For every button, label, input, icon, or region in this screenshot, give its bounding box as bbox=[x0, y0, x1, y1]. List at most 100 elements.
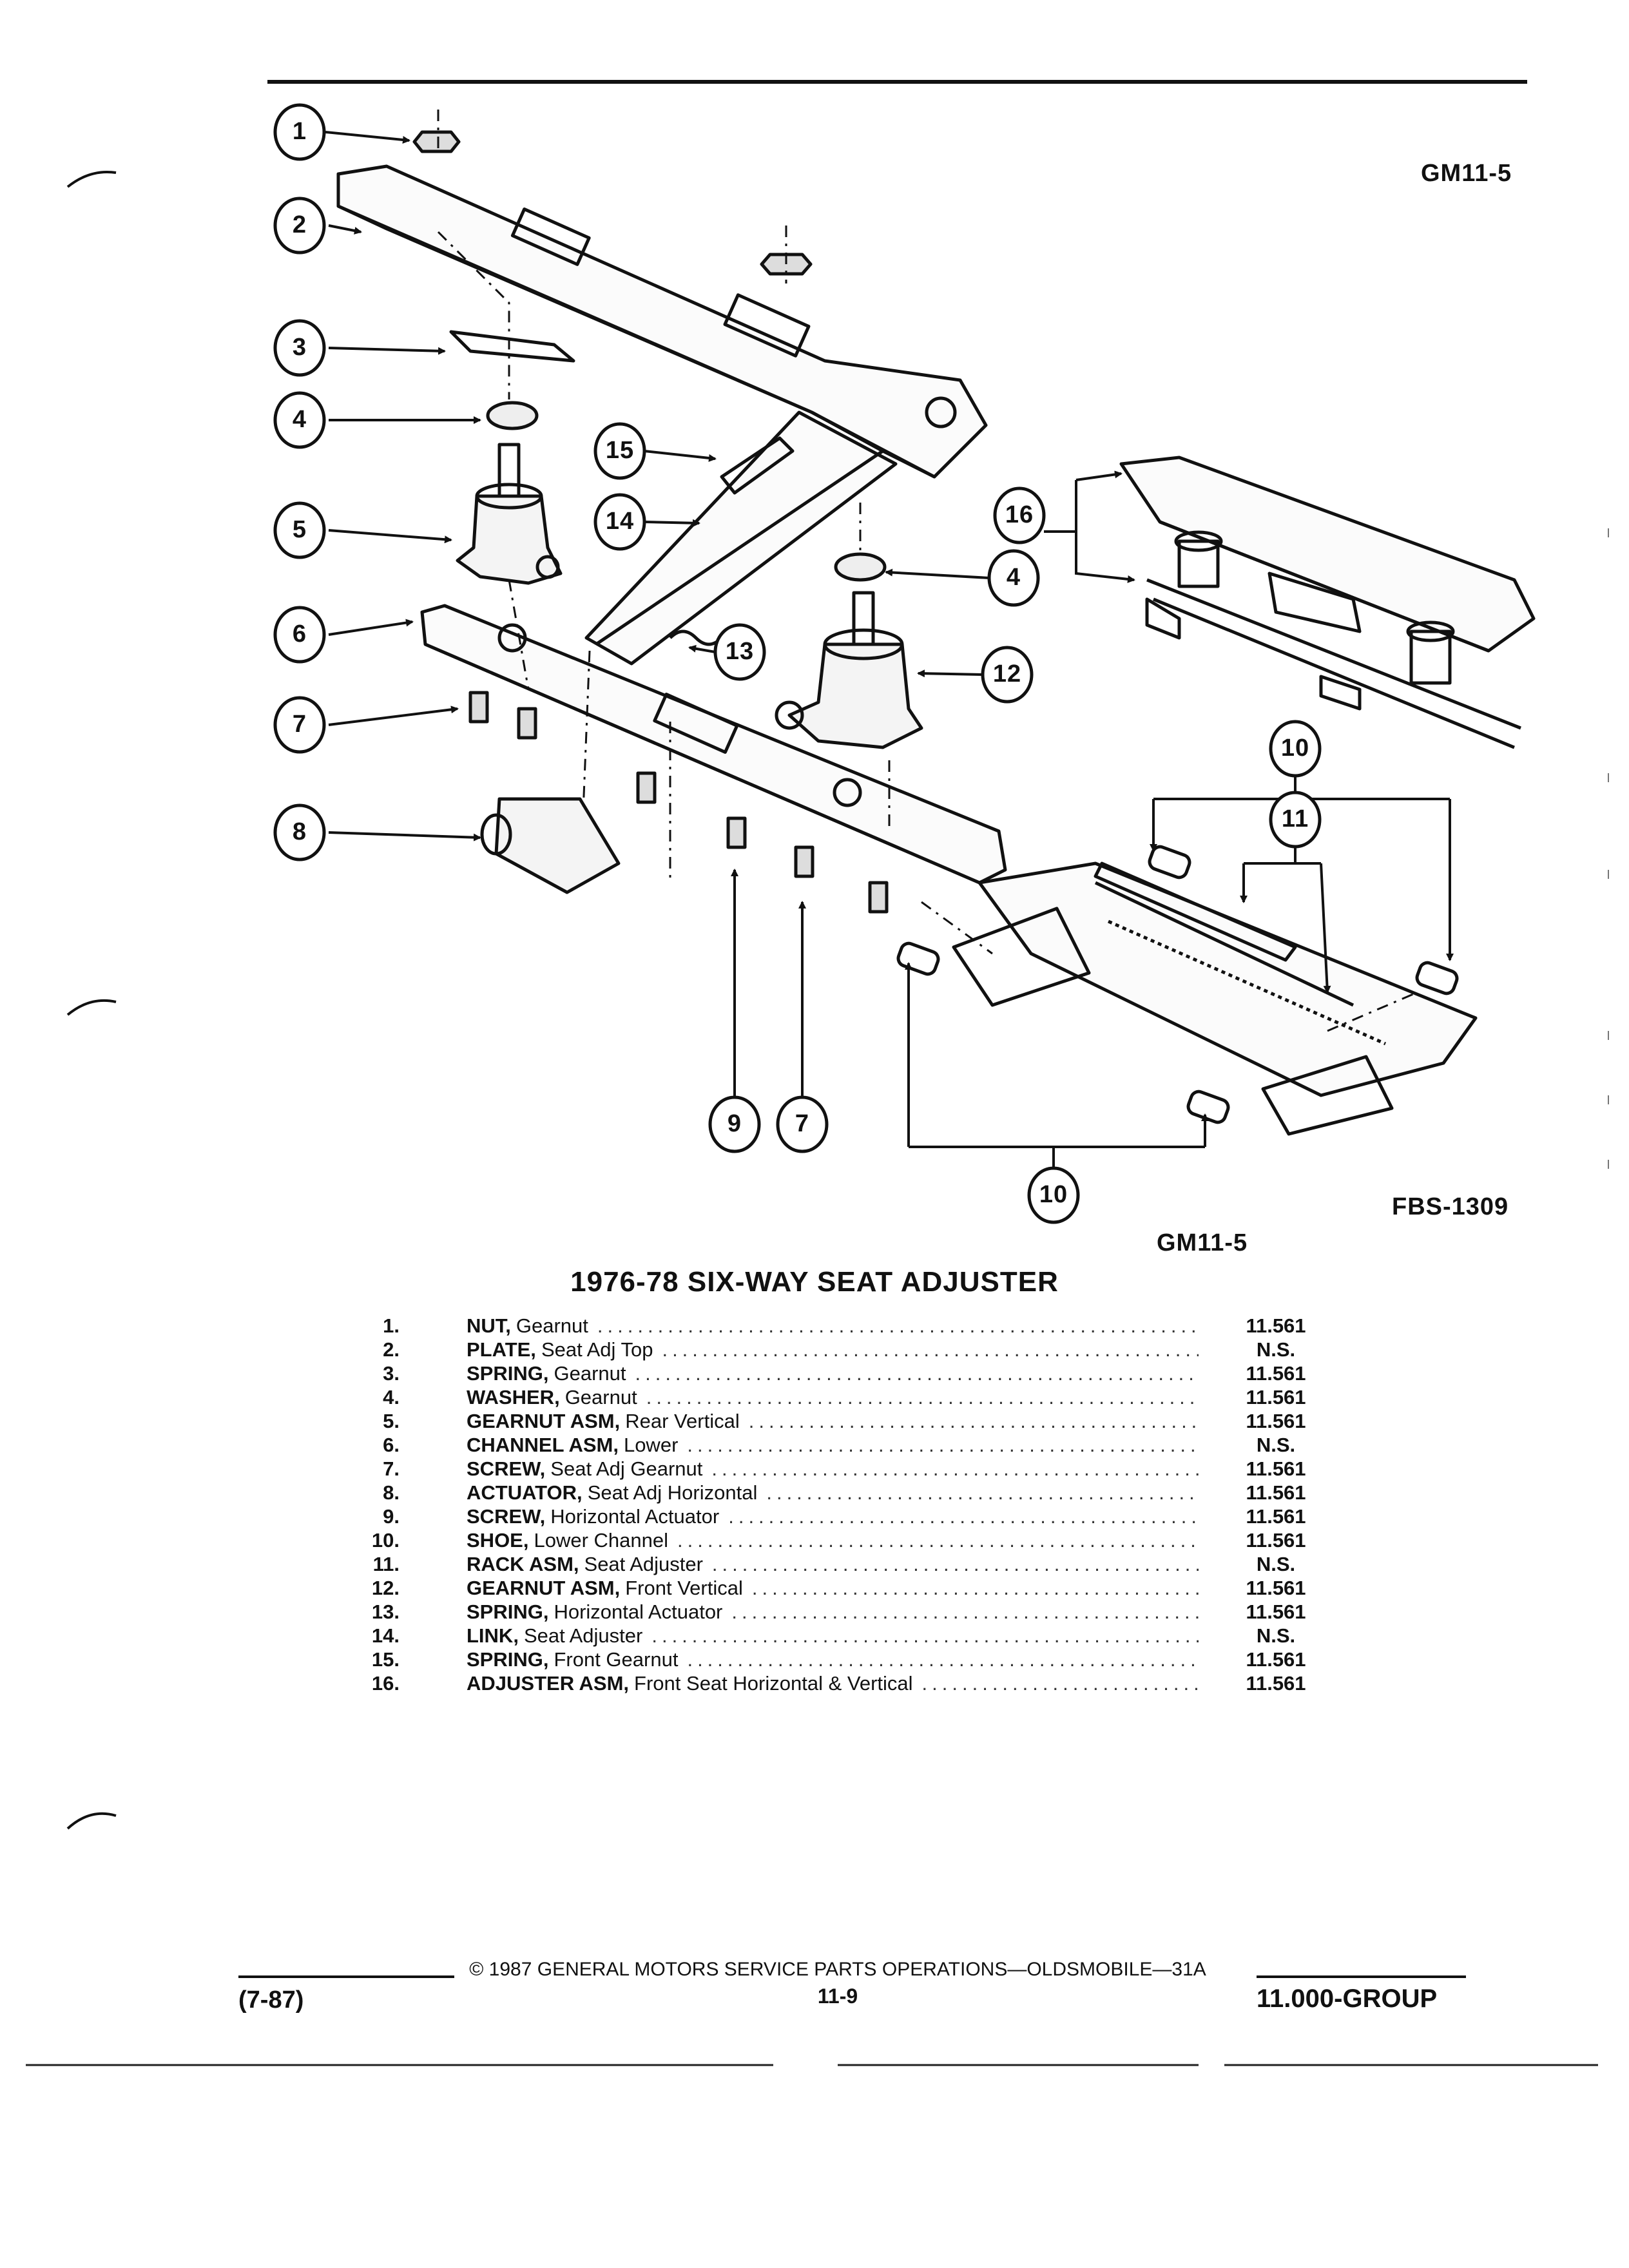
callout-10-upper: 10 bbox=[1280, 735, 1310, 762]
part-name: SHOE, bbox=[467, 1529, 529, 1552]
callout-10-lower: 10 bbox=[1039, 1181, 1068, 1208]
part-row: 13. SPRING,Horizontal Actuator 11.561 bbox=[348, 1600, 1392, 1624]
callout-8: 8 bbox=[292, 818, 307, 845]
callout-11: 11 bbox=[1281, 805, 1309, 832]
part-row: 16.ADJUSTER ASM,Front Seat Horizontal & … bbox=[348, 1672, 1392, 1696]
group-code: N.S. bbox=[1256, 1553, 1296, 1575]
part-name: ADJUSTER ASM, bbox=[467, 1672, 630, 1695]
part-name: LINK, bbox=[467, 1624, 519, 1647]
part-description: RACK ASM,Seat Adjuster bbox=[467, 1553, 1199, 1576]
callout-5: 5 bbox=[292, 516, 307, 543]
footer-revision-date: (7-87) bbox=[238, 1986, 304, 2013]
callout-9: 9 bbox=[727, 1110, 742, 1137]
part-name: SPRING, bbox=[467, 1600, 549, 1623]
part-description: CHANNEL ASM,Lower bbox=[467, 1434, 1199, 1457]
front-gearnut-spring bbox=[720, 436, 795, 495]
leader-dots bbox=[749, 1410, 1199, 1433]
group-code: 11.561 bbox=[1246, 1505, 1306, 1528]
part-detail: Front Vertical bbox=[625, 1577, 743, 1599]
part-name: RACK ASM, bbox=[467, 1553, 579, 1575]
part-detail: Seat Adjuster bbox=[584, 1553, 703, 1575]
part-number: 16. bbox=[371, 1672, 400, 1695]
part-name: GEARNUT ASM, bbox=[467, 1577, 621, 1599]
part-number: 12. bbox=[371, 1577, 400, 1599]
leader-dots bbox=[687, 1648, 1199, 1671]
group-code: 11.561 bbox=[1246, 1600, 1306, 1623]
group-code: 11.561 bbox=[1246, 1314, 1306, 1337]
part-description: ACTUATOR,Seat Adj Horizontal bbox=[467, 1481, 1199, 1504]
footer-rule-left bbox=[238, 1975, 454, 1978]
leader-dots bbox=[728, 1505, 1199, 1528]
part-row: 12. GEARNUT ASM,Front Vertical 11.561 bbox=[348, 1577, 1392, 1600]
part-description: LINK,Seat Adjuster bbox=[467, 1624, 1199, 1648]
callout-4-right: 4 bbox=[1006, 564, 1021, 591]
callout-15: 15 bbox=[605, 437, 635, 464]
leader-dots bbox=[752, 1577, 1199, 1600]
part-detail: Horizontal Actuator bbox=[550, 1505, 720, 1528]
part-detail: Seat Adj Top bbox=[541, 1338, 653, 1361]
callout-7-lower: 7 bbox=[795, 1110, 810, 1137]
part-row: 15.SPRING,Front Gearnut11.561 bbox=[348, 1648, 1392, 1672]
part-number: 13. bbox=[371, 1600, 400, 1623]
drawing-number: FBS-1309 bbox=[1392, 1193, 1509, 1220]
part-detail: Gearnut bbox=[554, 1362, 626, 1385]
part-detail: Horizontal Actuator bbox=[554, 1600, 723, 1623]
part-row: 6.CHANNEL ASM,LowerN.S. bbox=[348, 1434, 1392, 1457]
shoe-rear-right bbox=[1186, 1090, 1230, 1124]
part-number: 14. bbox=[371, 1624, 400, 1647]
part-name: GEARNUT ASM, bbox=[467, 1410, 621, 1432]
part-detail: Gearnut bbox=[564, 1386, 637, 1408]
part-name: CHANNEL ASM, bbox=[467, 1434, 619, 1456]
part-row: 10.SHOE,Lower Channel11.561 bbox=[348, 1529, 1392, 1553]
group-code: 11.561 bbox=[1246, 1577, 1306, 1599]
part-name: SCREW, bbox=[467, 1457, 546, 1480]
part-number: 3. bbox=[383, 1362, 400, 1385]
part-name: SCREW, bbox=[467, 1505, 546, 1528]
part-description: SPRING,Front Gearnut bbox=[467, 1648, 1199, 1671]
part-number: 4. bbox=[383, 1386, 400, 1408]
bottom-scan-rule bbox=[26, 2064, 1598, 2066]
part-detail: Lower Channel bbox=[534, 1529, 668, 1552]
group-code: 11.561 bbox=[1246, 1672, 1306, 1695]
group-code: N.S. bbox=[1256, 1338, 1296, 1361]
part-row: 1.NUT,Gearnut11.561 bbox=[348, 1314, 1392, 1338]
part-detail: Front Gearnut bbox=[554, 1648, 679, 1671]
group-code: 11.561 bbox=[1246, 1529, 1306, 1552]
rear-nut bbox=[412, 130, 461, 153]
callout-14: 14 bbox=[605, 508, 635, 535]
link-part bbox=[584, 410, 898, 666]
leader-dots bbox=[731, 1600, 1199, 1624]
part-name: ACTUATOR, bbox=[467, 1481, 583, 1504]
leader-dots bbox=[712, 1553, 1199, 1576]
callout-1: 1 bbox=[292, 118, 307, 145]
part-detail: Gearnut bbox=[516, 1314, 588, 1337]
part-name: SPRING, bbox=[467, 1362, 549, 1385]
footer-rule-right bbox=[1257, 1975, 1466, 1978]
part-detail: Seat Adj Gearnut bbox=[550, 1457, 703, 1480]
part-description: NUT,Gearnut bbox=[467, 1314, 1199, 1338]
part-detail: Seat Adj Horizontal bbox=[587, 1481, 758, 1504]
callout-7: 7 bbox=[292, 711, 307, 738]
group-code: 11.561 bbox=[1246, 1362, 1306, 1385]
shoe-front-right bbox=[1415, 961, 1459, 995]
group-code: 11.561 bbox=[1246, 1481, 1306, 1504]
front-washer bbox=[834, 552, 887, 582]
part-row: 14. LINK,Seat Adjuster N.S. bbox=[348, 1624, 1392, 1648]
part-description: WASHER,Gearnut bbox=[467, 1386, 1199, 1409]
group-code: N.S. bbox=[1256, 1624, 1296, 1647]
rack-asm bbox=[978, 861, 1478, 1097]
part-number: 8. bbox=[383, 1481, 400, 1504]
adjuster-asm-front-seat bbox=[1119, 456, 1536, 653]
part-number: 9. bbox=[383, 1505, 400, 1528]
callout-13: 13 bbox=[725, 638, 755, 665]
leader-dots bbox=[651, 1624, 1199, 1648]
figure-code-top: GM11-5 bbox=[1421, 160, 1512, 187]
part-detail: Rear Vertical bbox=[625, 1410, 740, 1432]
part-description: GEARNUT ASM,Front Vertical bbox=[467, 1577, 1199, 1600]
exploded-seat-adjuster-diagram bbox=[273, 103, 1609, 1224]
part-row: 3. SPRING,Gearnut 11.561 bbox=[348, 1362, 1392, 1386]
callout-2: 2 bbox=[292, 211, 307, 238]
footer-page-number: 11-9 bbox=[817, 1984, 858, 2008]
part-description: SCREW,Seat Adj Gearnut bbox=[467, 1457, 1199, 1481]
part-number: 2. bbox=[383, 1338, 400, 1361]
